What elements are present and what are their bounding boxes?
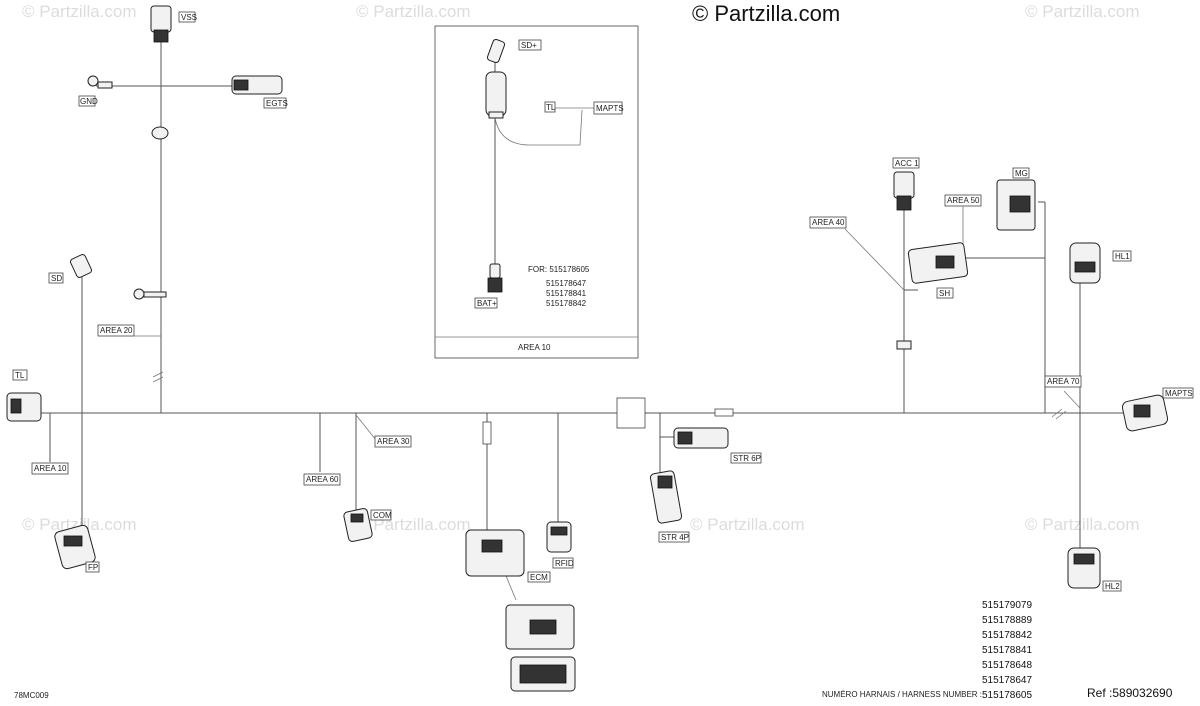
gnd-label: GND	[80, 97, 98, 106]
splice-box	[616, 397, 646, 429]
harness-number-5: 515178648	[982, 660, 1032, 671]
com-connector	[343, 508, 373, 542]
sh-label: SH	[939, 289, 950, 298]
ecm-label: ECM	[530, 573, 548, 582]
inset-number-2: 515178841	[546, 289, 587, 298]
inset-bat-plus-label: BAT+	[477, 299, 497, 308]
area60-label: AREA 60	[306, 475, 339, 484]
watermark-top-center: © Partzilla.com	[356, 2, 471, 21]
acc1-connector	[893, 171, 915, 211]
inset-sd-plus-label: SD+	[521, 41, 537, 50]
inset-for-label: FOR: 515178605	[528, 265, 590, 274]
com-label: COM	[373, 511, 392, 520]
rfid-connector	[546, 521, 572, 553]
egts-connector	[231, 75, 283, 95]
harness-number-7: 515178605	[982, 690, 1032, 701]
inset-mapts-label: MAPTS	[596, 104, 624, 113]
watermark-mid-left: © Partzilla.com	[22, 515, 137, 534]
sh-connector	[907, 242, 969, 284]
watermarks: © Partzilla.com © Partzilla.com © Partzi…	[22, 2, 1140, 534]
reference-number: Ref :589032690	[1087, 686, 1173, 700]
harness-number-label: NUMÉRO HARNAIS / HARNESS NUMBER :	[822, 690, 982, 699]
ecm-sleeve	[482, 421, 492, 445]
gnd-ring-terminal	[87, 75, 113, 89]
area40-label: AREA 40	[812, 218, 845, 227]
str4p-label: STR 4P	[661, 533, 689, 542]
bat-plus-terminal	[487, 263, 503, 293]
rfid-label: RFID	[555, 559, 574, 568]
inline-fuse	[714, 408, 734, 417]
area50-label: AREA 50	[947, 196, 980, 205]
hl1-connector	[1069, 242, 1101, 284]
vss-connector	[150, 5, 172, 43]
mapts-label: MAPTS	[1165, 389, 1193, 398]
harness-number-2: 515178889	[982, 615, 1032, 626]
fp-connector	[54, 524, 96, 570]
acc1-clip	[896, 340, 912, 350]
hl2-label: HL2	[1105, 582, 1120, 591]
ground-eyelet	[133, 288, 167, 300]
sd-connector	[70, 254, 92, 278]
harness-number-1: 515179079	[982, 600, 1032, 611]
tl-connector	[6, 392, 42, 422]
watermark-top-right: © Partzilla.com	[1025, 2, 1140, 21]
fp-label: FP	[88, 563, 98, 572]
harness-number-6: 515178647	[982, 675, 1032, 686]
inset-number-1: 515178647	[546, 279, 587, 288]
watermark-top-left: © Partzilla.com	[22, 2, 137, 21]
inset-number-3: 515178842	[546, 299, 587, 308]
acc1-label: ACC 1	[895, 159, 919, 168]
inset-panel: AREA 10 SD+ TL MAPTS BAT+ FOR: 515178605…	[434, 25, 639, 359]
mg-connector	[996, 179, 1036, 231]
hl2-connector	[1067, 547, 1101, 589]
vss-label: VSS	[181, 13, 197, 22]
harness-number-4: 515178841	[982, 645, 1032, 656]
harness-number-3: 515178842	[982, 630, 1032, 641]
area10-label: AREA 10	[34, 464, 67, 473]
area30-label: AREA 30	[377, 437, 410, 446]
hl1-label: HL1	[1115, 252, 1130, 261]
sd-label: SD	[51, 274, 62, 283]
mapts-connector	[1121, 394, 1169, 432]
ecm-connector	[465, 529, 576, 692]
area70-label: AREA 70	[1047, 377, 1080, 386]
sd-plus-terminal	[485, 38, 507, 119]
watermark-mid-right: © Partzilla.com	[1025, 515, 1140, 534]
figure-code: 78MC009	[14, 691, 49, 700]
inset-tl-label: TL	[546, 103, 556, 112]
copyright: © Partzilla.com	[692, 1, 840, 26]
watermark-mid-right-center: © Partzilla.com	[690, 515, 805, 534]
mg-label: MG	[1015, 169, 1028, 178]
tl-label: TL	[15, 371, 25, 380]
egts-label: EGTS	[266, 99, 288, 108]
str6p-connector	[673, 427, 729, 449]
str4p-connector	[649, 470, 683, 524]
area20-label: AREA 20	[100, 326, 133, 335]
str6p-label: STR 6P	[733, 454, 761, 463]
trunk-clip	[151, 126, 169, 140]
inset-footer: AREA 10	[518, 343, 551, 352]
inset-frame	[434, 25, 639, 359]
